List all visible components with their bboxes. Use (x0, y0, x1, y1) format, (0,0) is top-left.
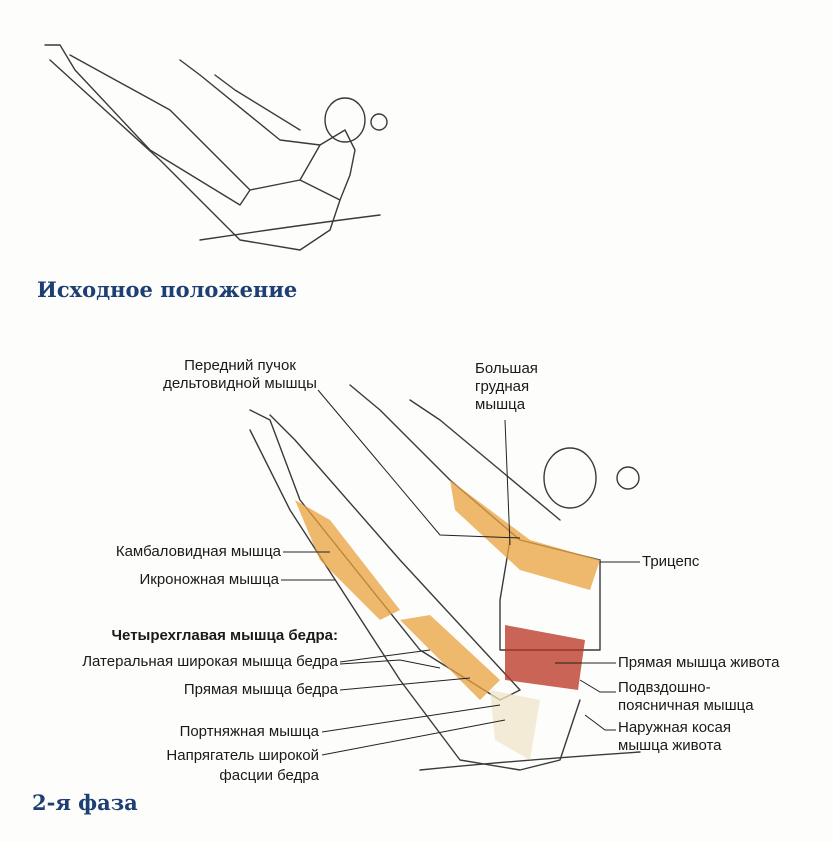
label-line: мышца живота (618, 737, 722, 754)
heading-start-position: Исходное положение (37, 277, 298, 302)
label-triceps: Трицепс (642, 553, 700, 570)
label-line: грудная (475, 378, 530, 395)
label-external-oblique: Наружная косая мышца живота (618, 719, 731, 755)
label-line: мышца (475, 396, 526, 413)
label-line: Подвздошно- (618, 679, 711, 696)
label-quadriceps-title: Четырехглавая мышца бедра: (111, 627, 338, 644)
label-gastrocnemius: Икроножная мышца (139, 571, 280, 588)
label-line: Большая (475, 360, 538, 377)
label-rectus-femoris: Прямая мышца бедра (183, 681, 338, 698)
label-line: дельтовидной мышцы (163, 375, 317, 392)
label-tensor-fasciae-latae: Напрягатель широкой фасции бедра (166, 746, 319, 786)
label-pectoralis-major: Большая грудная мышца (475, 360, 538, 414)
label-line: Наружная косая (618, 719, 732, 736)
label-line: Напрягатель широкой (166, 747, 319, 764)
label-rectus-abdominis: Прямая мышца живота (618, 654, 780, 671)
label-line: поясничная мышца (618, 697, 754, 714)
label-line: фасции бедра (219, 767, 319, 784)
label-anterior-deltoid: Передний пучок дельтовидной мышцы (160, 357, 320, 393)
heading-phase-two: 2-я фаза (32, 790, 138, 815)
label-line: Передний пучок (184, 357, 296, 374)
label-sartorius: Портняжная мышца (179, 723, 319, 740)
label-soleus: Камбаловидная мышца (115, 543, 281, 560)
label-iliopsoas: Подвздошно- поясничная мышца (618, 679, 754, 715)
label-vastus-lateralis: Латеральная широкая мышца бедра (82, 653, 338, 670)
